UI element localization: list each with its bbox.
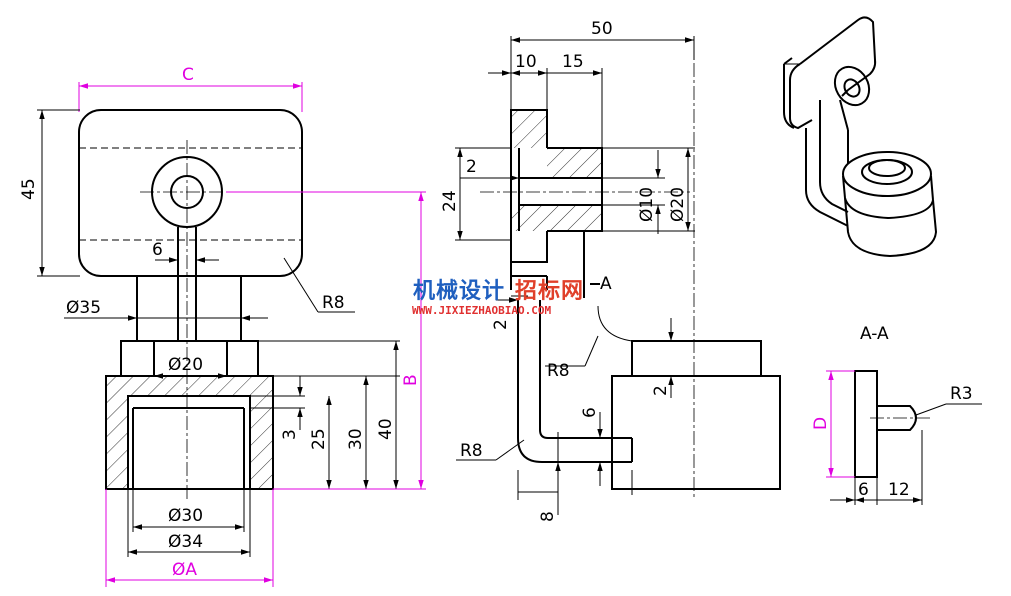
watermark: 机械设计 招标网 WWW.JIXIEZHAOBIAO.COM xyxy=(412,278,584,317)
dim-25: 25 xyxy=(309,428,329,450)
section-title: A-A xyxy=(860,324,889,344)
dim-10: 10 xyxy=(515,52,537,72)
dim-3: 3 xyxy=(280,429,300,440)
watermark-cn-blue: 机械设计 xyxy=(413,279,505,304)
dim-6: 6 xyxy=(580,407,600,418)
dim-2c: 2 xyxy=(651,385,671,396)
dim-6: 6 xyxy=(152,240,163,260)
dim-15: 15 xyxy=(562,52,584,72)
section-mark-a: A xyxy=(600,274,612,294)
dim-d20: Ø20 xyxy=(168,355,203,375)
watermark-cn-red: 招标网 xyxy=(515,278,584,304)
dim-d: D xyxy=(811,417,831,430)
dim-r8b: R8 xyxy=(460,441,483,461)
dim-24: 24 xyxy=(440,190,460,212)
dim-r3: R3 xyxy=(950,384,973,404)
dim-12: 12 xyxy=(888,480,910,500)
dim-8: 8 xyxy=(538,511,558,522)
dim-2b: 2 xyxy=(491,319,511,330)
dim-2a: 2 xyxy=(466,157,477,177)
side-view: 50 10 15 2 24 Ø10 Ø20 2 R8 xyxy=(440,19,781,522)
dim-d35: Ø35 xyxy=(66,298,101,318)
dim-45: 45 xyxy=(19,178,39,200)
dim-r8: R8 xyxy=(322,293,345,313)
top-plate xyxy=(78,109,303,277)
dim-da: ØA xyxy=(172,560,197,580)
dim-r8a: R8 xyxy=(547,361,570,381)
dim-b: B xyxy=(401,374,421,386)
lower-block xyxy=(611,375,781,490)
watermark-url: WWW.JIXIEZHAOBIAO.COM xyxy=(412,304,551,317)
upper-block xyxy=(631,340,762,377)
dim-50: 50 xyxy=(591,19,613,39)
dim-c: C xyxy=(182,65,194,85)
dim-6-section: 6 xyxy=(858,480,869,500)
dim-d10: Ø10 xyxy=(637,187,657,222)
dim-30: 30 xyxy=(346,428,366,450)
front-view: C 45 6 R8 Ø35 Ø20 3 25 30 xyxy=(19,65,426,587)
dim-40: 40 xyxy=(376,418,396,440)
isometric-view xyxy=(783,16,938,258)
section-view: A-A R3 D 6 12 xyxy=(811,324,982,505)
dim-d34: Ø34 xyxy=(168,532,203,552)
dim-d30: Ø30 xyxy=(168,506,203,526)
dim-d20: Ø20 xyxy=(668,187,688,222)
